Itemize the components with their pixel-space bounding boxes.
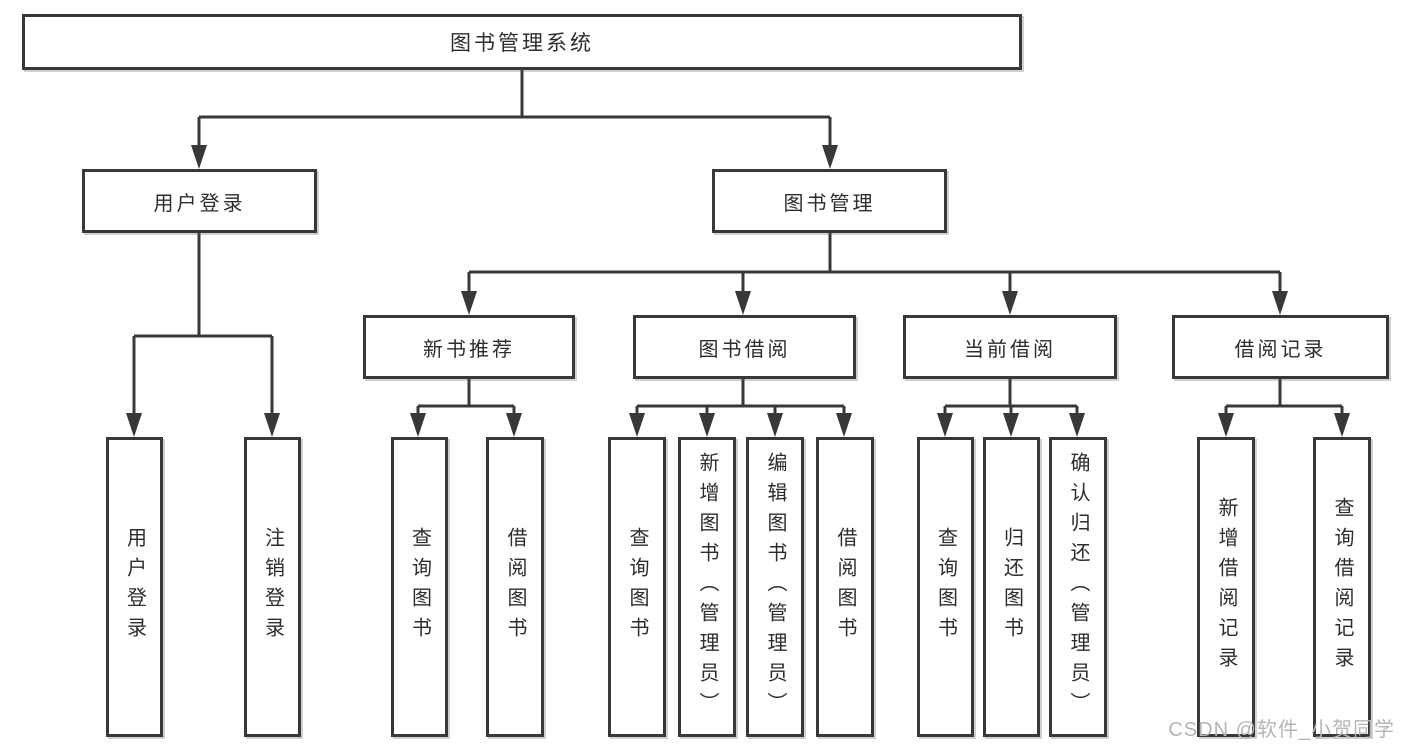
node-borrowing-records: 借阅记录 <box>1172 315 1389 379</box>
node-current-borrowing: 当前借阅 <box>903 315 1117 379</box>
leaf-borrow-books-recommend-label: 借阅图书 <box>504 527 526 647</box>
node-borrowing-records-label: 借阅记录 <box>1234 338 1327 361</box>
leaf-borrow-books: 借阅图书 <box>816 437 874 737</box>
leaf-query-borrow-record-label: 查询借阅记录 <box>1331 497 1353 677</box>
leaf-edit-book-admin-label: 编辑图书（管理员） <box>764 452 786 722</box>
leaf-confirm-return-admin-label: 确认归还（管理员） <box>1067 452 1089 722</box>
node-root: 图书管理系统 <box>22 14 1022 70</box>
leaf-query-books-current-label: 查询图书 <box>934 527 957 647</box>
node-book-borrowing: 图书借阅 <box>633 315 856 379</box>
leaf-query-books-recommend-label: 查询图书 <box>408 527 431 647</box>
leaf-query-books-borrow-label: 查询图书 <box>626 527 648 647</box>
node-new-book-recommendation-label: 新书推荐 <box>423 338 515 361</box>
leaf-add-borrow-record-label: 新增借阅记录 <box>1215 497 1237 677</box>
leaf-logout: 注销登录 <box>244 437 301 737</box>
watermark: CSDN @软件_小贺同学 <box>1168 719 1395 741</box>
node-new-book-recommendation: 新书推荐 <box>363 315 575 379</box>
leaf-query-books-current: 查询图书 <box>917 437 974 737</box>
node-book-borrowing-label: 图书借阅 <box>698 338 791 361</box>
node-root-label: 图书管理系统 <box>450 32 594 55</box>
leaf-query-books-borrow: 查询图书 <box>608 437 666 737</box>
leaf-edit-book-admin: 编辑图书（管理员） <box>746 437 804 737</box>
leaf-confirm-return-admin: 确认归还（管理员） <box>1049 437 1107 737</box>
leaf-borrow-books-label: 借阅图书 <box>834 527 856 647</box>
leaf-user-login-label: 用户登录 <box>123 527 146 647</box>
node-user-login: 用户登录 <box>82 169 317 233</box>
leaf-return-books-label: 归还图书 <box>1000 527 1023 647</box>
leaf-add-book-admin: 新增图书（管理员） <box>678 437 736 737</box>
node-book-management-label: 图书管理 <box>783 192 876 215</box>
leaf-add-book-admin-label: 新增图书（管理员） <box>696 452 718 722</box>
leaf-add-borrow-record: 新增借阅记录 <box>1197 437 1255 737</box>
leaf-user-login: 用户登录 <box>106 437 163 737</box>
node-user-login-label: 用户登录 <box>153 192 246 215</box>
leaf-query-borrow-record: 查询借阅记录 <box>1313 437 1371 737</box>
leaf-return-books: 归还图书 <box>983 437 1040 737</box>
node-book-management: 图书管理 <box>712 169 947 233</box>
leaf-query-books-recommend: 查询图书 <box>391 437 448 737</box>
node-current-borrowing-label: 当前借阅 <box>964 338 1056 361</box>
leaf-borrow-books-recommend: 借阅图书 <box>486 437 544 737</box>
leaf-logout-label: 注销登录 <box>261 527 284 647</box>
